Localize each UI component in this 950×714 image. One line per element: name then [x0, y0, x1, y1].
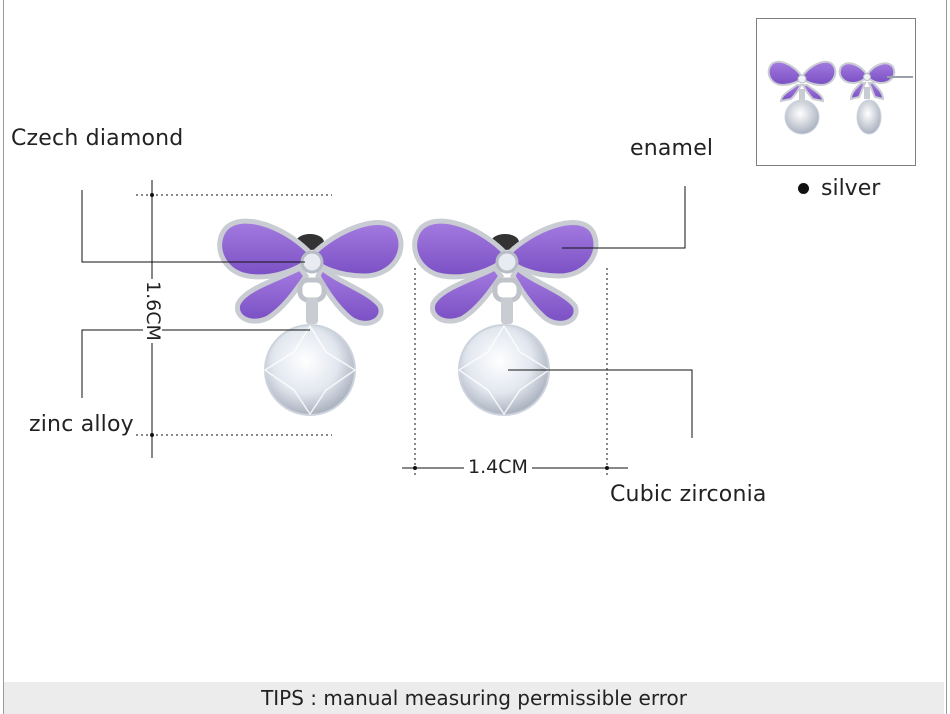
variant-label: silver: [821, 176, 881, 201]
cubic-zirconia-label: Cubic zirconia: [610, 482, 767, 507]
tips-text: TIPS : manual measuring permissible erro…: [261, 686, 687, 710]
right-earring: [412, 218, 599, 416]
height-value: 1.6CM: [142, 279, 164, 343]
tips-bar: TIPS : manual measuring permissible erro…: [4, 682, 944, 714]
variant-option-silver[interactable]: silver: [798, 176, 880, 201]
product-thumbnail[interactable]: [756, 18, 916, 166]
page-frame: [3, 0, 947, 714]
bullet-dot-icon: [798, 183, 809, 194]
czech-diamond-label: Czech diamond: [11, 126, 184, 151]
thumbnail-image: [767, 60, 913, 135]
left-earring: [217, 218, 404, 416]
enamel-label: enamel: [630, 136, 714, 161]
width-value: 1.4CM: [464, 458, 532, 477]
leader-lines: [81, 186, 693, 438]
zinc-alloy-label: zinc alloy: [29, 412, 134, 437]
